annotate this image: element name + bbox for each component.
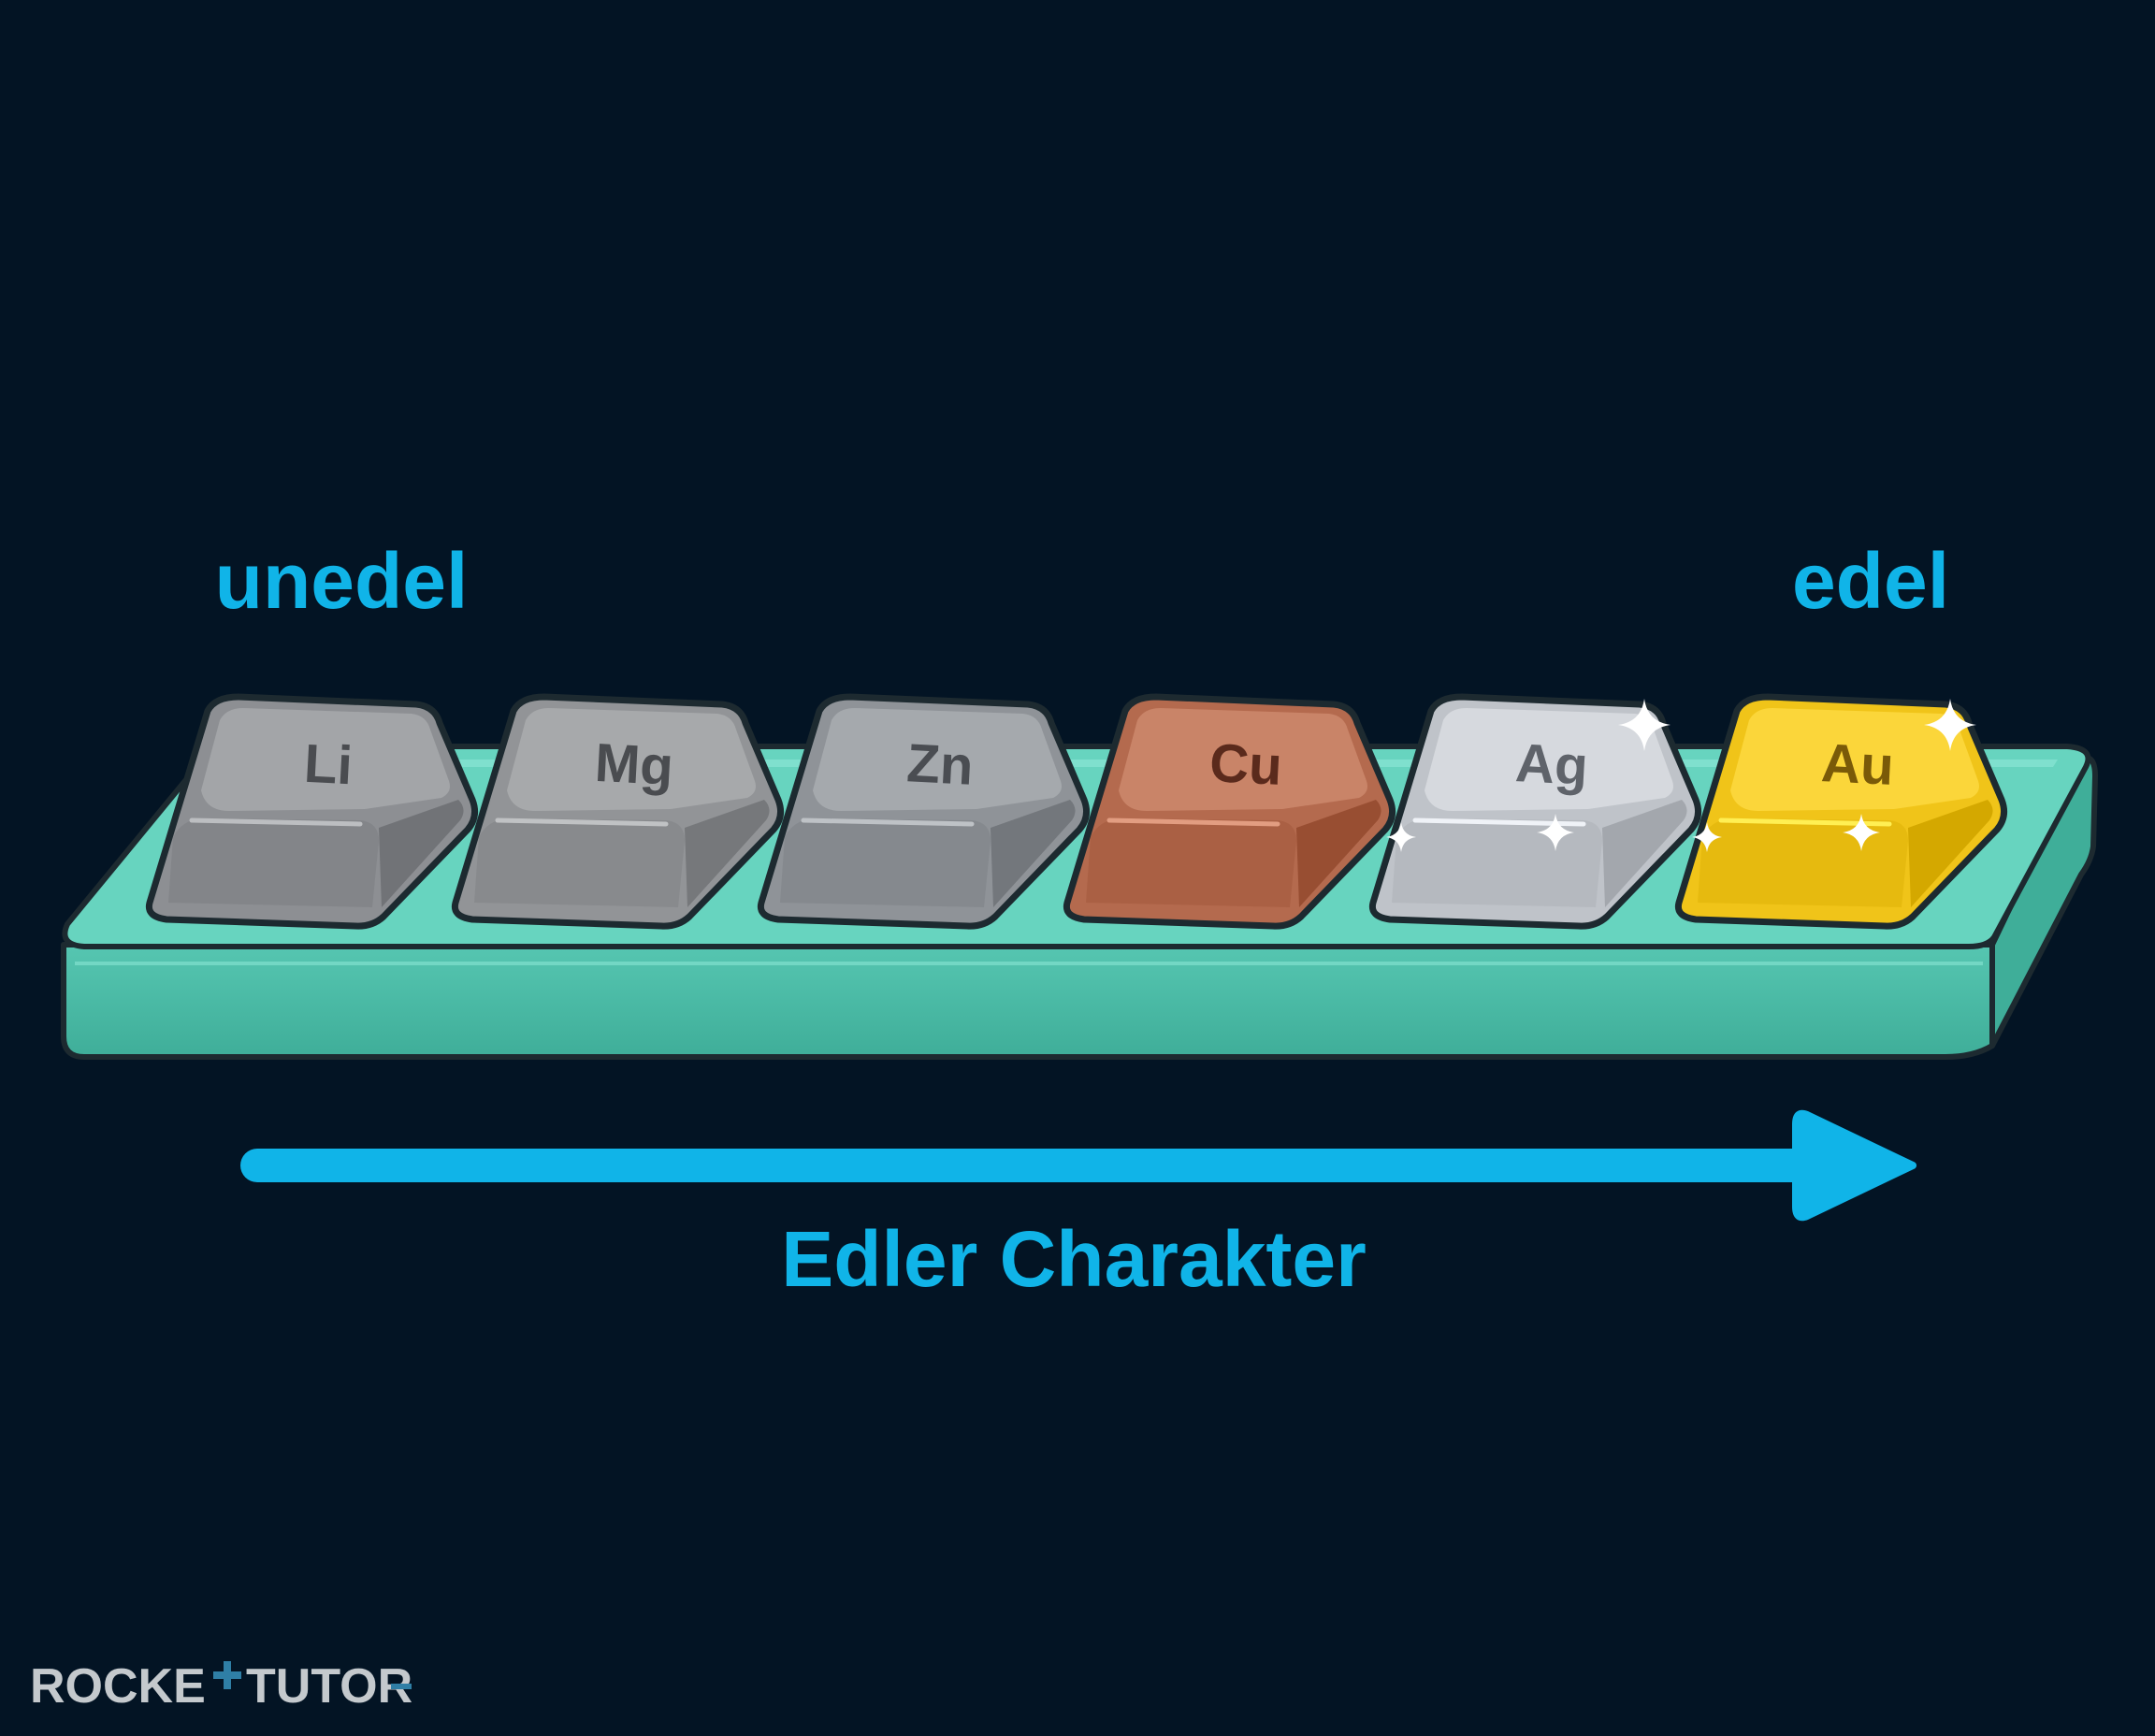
plus-icon [213,1661,241,1689]
bar-top-face [1730,708,1979,811]
bar-top-face [507,708,756,811]
bar-front-face [1086,818,1296,907]
bar-symbol-label: Zn [905,732,975,797]
label-unedel: unedel [215,537,469,625]
brand-r-accent-icon [391,1684,412,1689]
metal-bars: Li Mg Zn Cu Ag Au [145,693,2008,930]
bar-side-face [379,800,464,907]
sparkle-icon [1537,814,1574,851]
bar-symbol-label: Cu [1208,732,1284,797]
brand-right: TUTOR [246,1659,412,1714]
bar-front-face [1392,818,1602,907]
bar-front-face [168,818,379,907]
metal-bar-mg: Mg [451,693,785,930]
bar-side-face [991,800,1076,907]
bar-highlight [495,817,669,827]
bar-top-face [1119,708,1367,811]
bar-side-face [685,800,770,907]
arrow [240,1109,1916,1222]
bar-symbol-label: Mg [594,732,675,797]
metal-bar-au: Au [1674,693,2008,930]
brand-left: ROCKE [30,1659,206,1714]
sparkle-icon [1386,822,1416,852]
bar-highlight [801,817,975,827]
bar-symbol-label: Au [1820,732,1896,797]
sparkle-icon [1843,814,1880,851]
bar-front-face [474,818,685,907]
bar-side-face [1908,800,1993,907]
arrow-head [1792,1109,1916,1222]
bar-front-face [1698,818,1908,907]
metal-bar-li: Li [145,693,479,930]
brand-logo: ROCKE TUTOR [30,1659,412,1714]
bar-top-face [813,708,1062,811]
bar-highlight [189,817,363,827]
bar-side-face [1602,800,1687,907]
metal-bar-zn: Zn [757,693,1091,930]
sparkle-icon [1924,699,1976,751]
bar-side-face [1296,800,1381,907]
bar-top-face [1425,708,1673,811]
bar-highlight [1106,817,1280,827]
label-edel: edel [1792,537,1949,625]
sparkle-icon [1692,822,1722,852]
axis-label: Edler Charakter [781,1215,1367,1303]
bar-symbol-label: Li [303,733,354,797]
metal-bar-cu: Cu [1063,693,1396,930]
metal-bar-ag: Ag [1368,693,1702,930]
sparkle-icon [1618,699,1670,751]
bar-front-face [780,818,991,907]
bar-symbol-label: Ag [1514,732,1590,797]
bar-top-face [201,708,450,811]
